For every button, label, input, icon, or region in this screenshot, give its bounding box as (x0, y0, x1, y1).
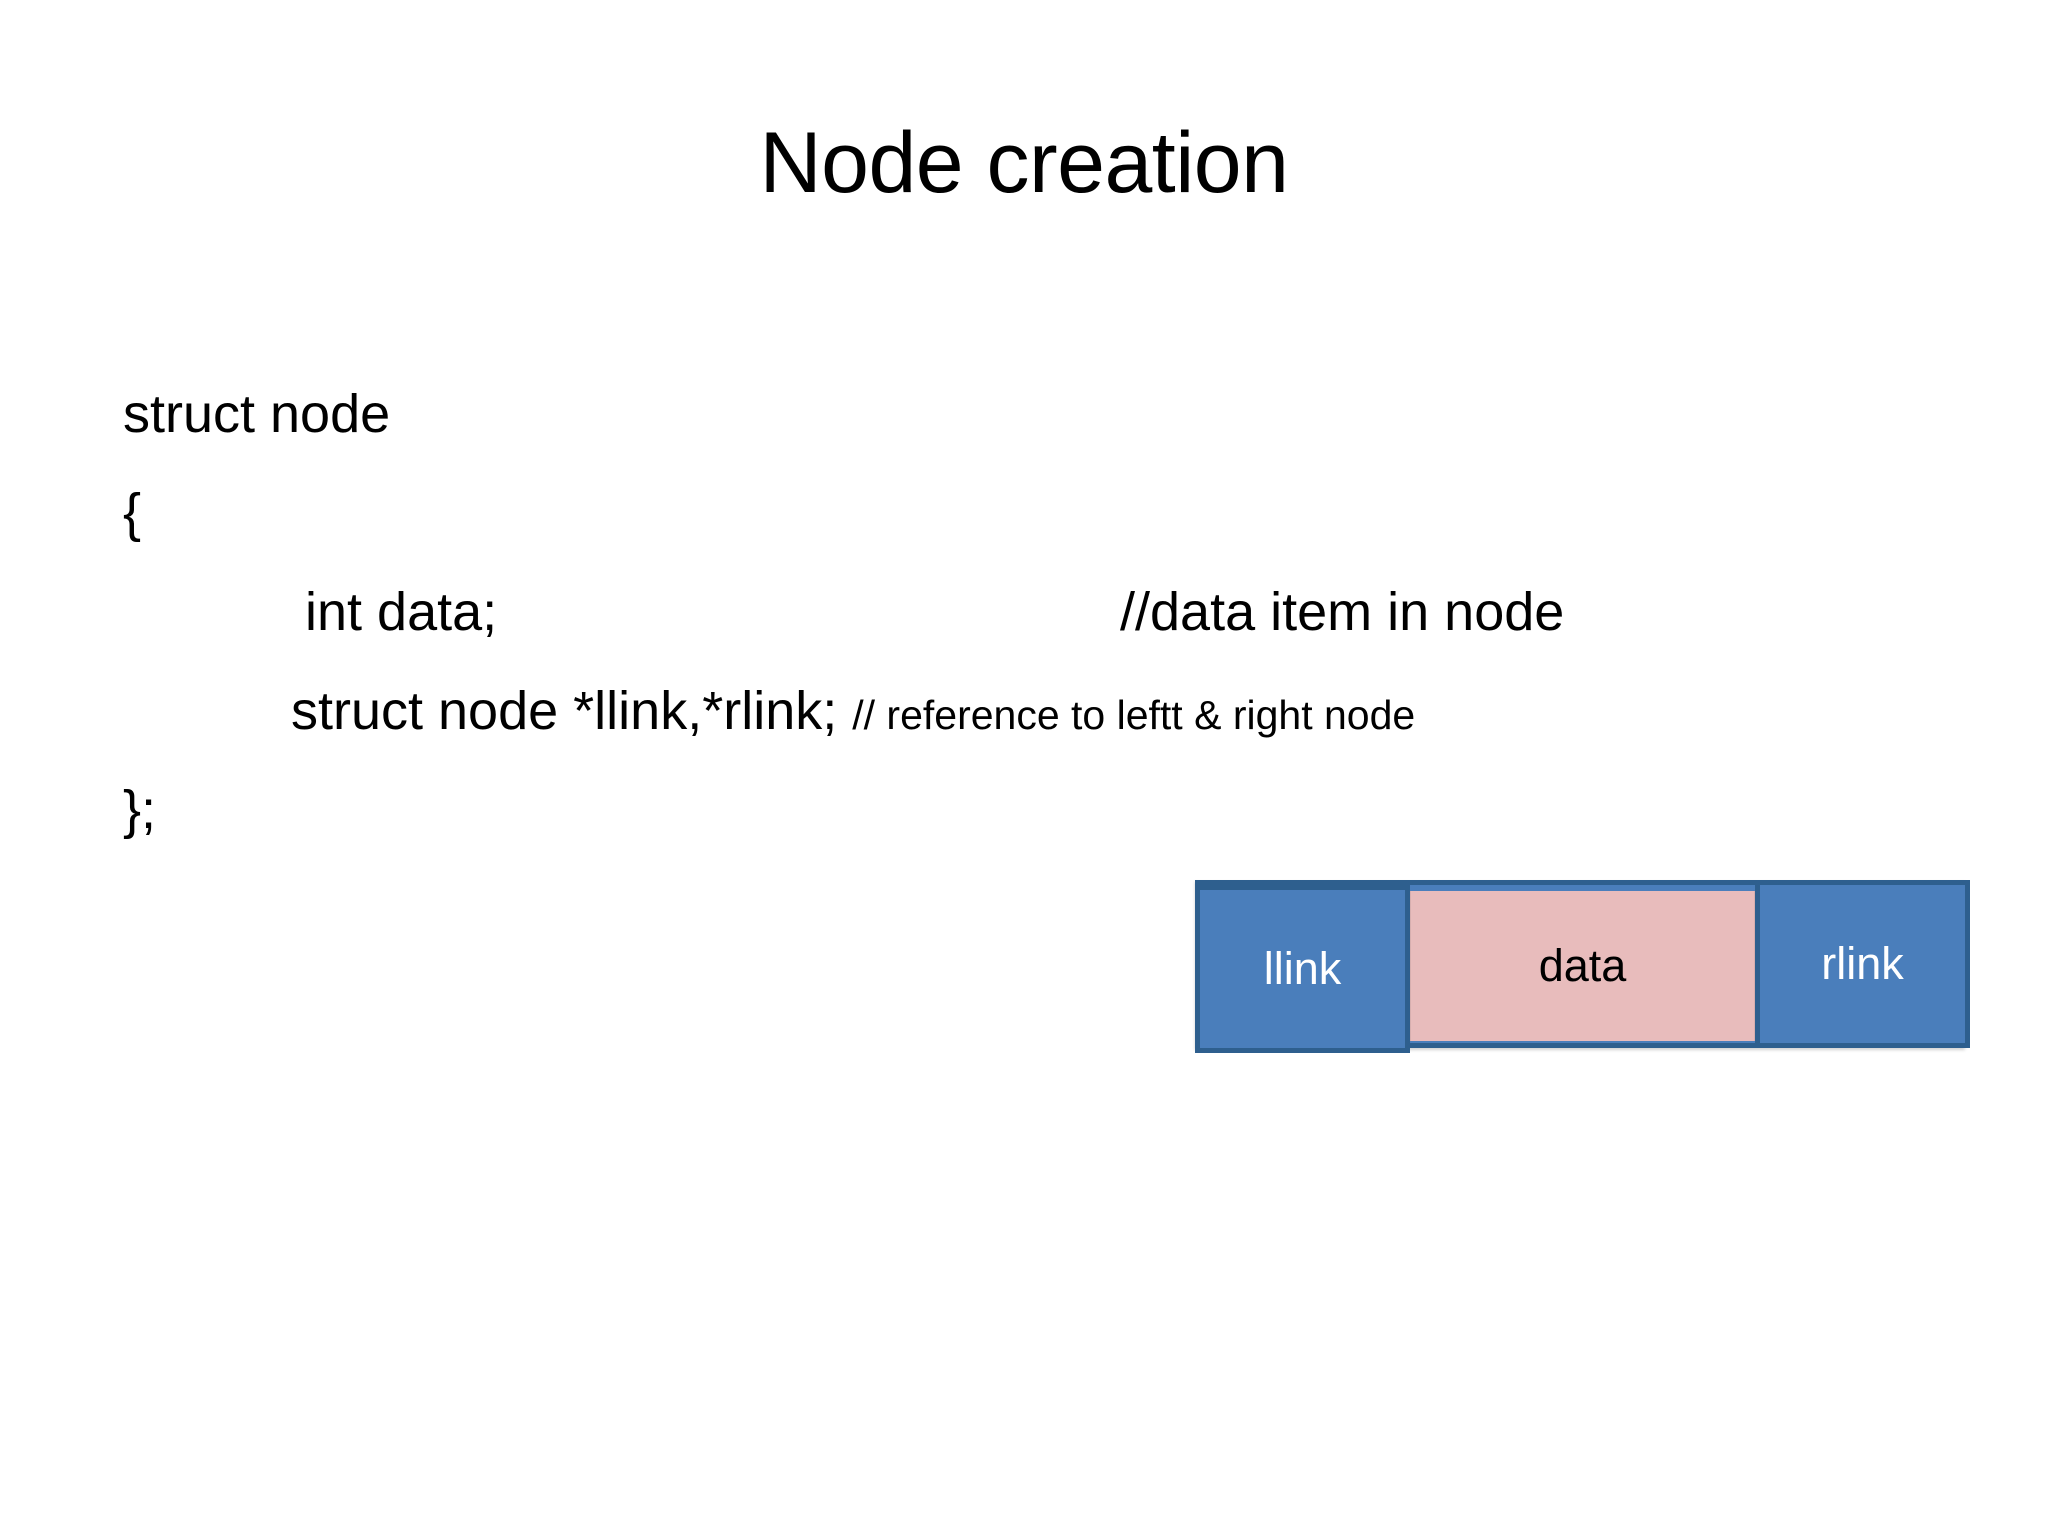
code-line-open-brace: { (123, 464, 1973, 563)
node-cell-data-label: data (1538, 940, 1627, 991)
code-line-struct-node: struct node (123, 365, 1973, 464)
code-line-close-brace: }; (123, 761, 1973, 860)
code-line-int-data: int data; //data item in node (123, 563, 1973, 662)
code-comment-data-item: //data item in node (1120, 582, 1565, 642)
code-text-int-data: int data; (305, 582, 498, 642)
code-text-struct-node: struct node (123, 384, 391, 444)
node-cell-llink: llink (1195, 885, 1410, 1053)
code-text-close-brace: }; (123, 780, 157, 840)
node-cell-rlink-label: rlink (1821, 938, 1904, 989)
node-cell-llink-label: llink (1263, 943, 1342, 994)
node-cell-rlink: rlink (1755, 880, 1970, 1048)
code-block: struct node { int data; //data item in n… (123, 365, 1973, 860)
code-line-links: struct node *llink,*rlink; // reference … (123, 662, 1973, 761)
code-text-open-brace: { (123, 483, 142, 543)
node-struct-diagram: llink data rlink (1195, 880, 1970, 1053)
page-title: Node creation (759, 115, 1289, 211)
code-text-links: struct node *llink,*rlink; (291, 681, 838, 741)
node-cell-data: data (1410, 891, 1755, 1041)
code-comment-links: // reference to leftt & right node (852, 692, 1416, 738)
